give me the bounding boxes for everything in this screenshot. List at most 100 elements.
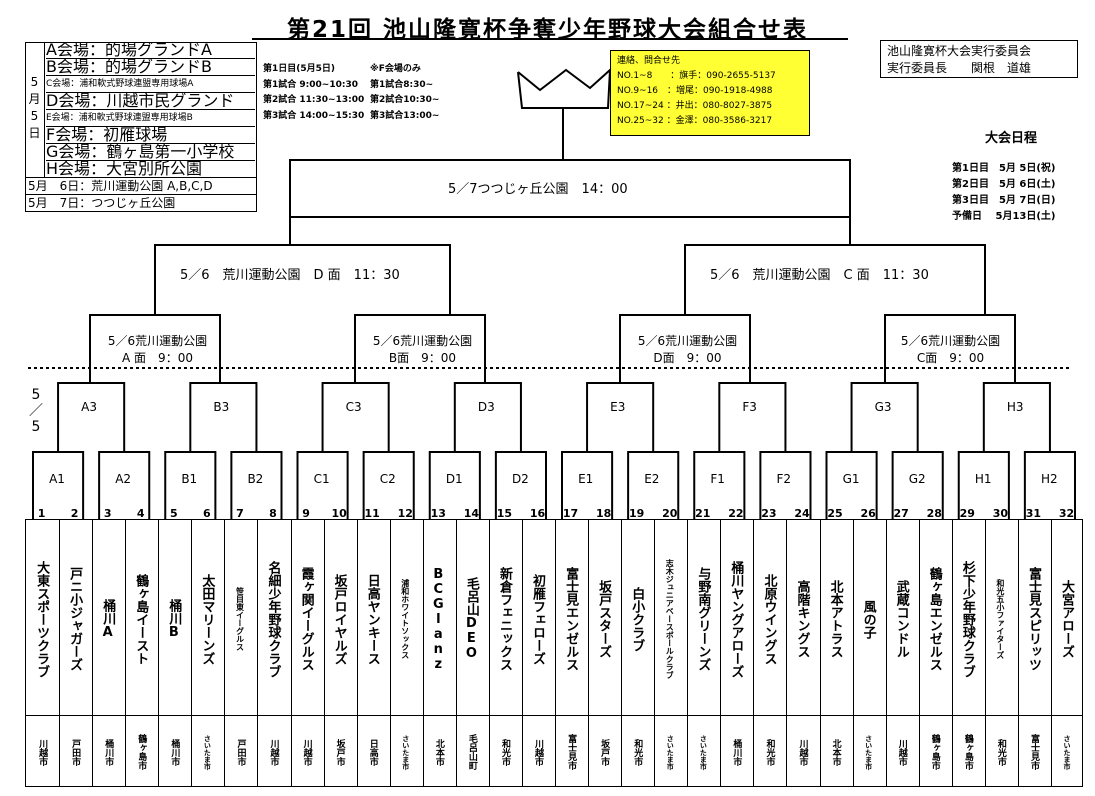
day-mark: 5／5 (28, 387, 44, 435)
grid-divider (1050, 520, 1052, 786)
team-number: 24 (794, 507, 810, 520)
team-name: 新倉フェニックス (496, 567, 512, 671)
team-city: 桶川市 (169, 738, 180, 766)
grid-divider (290, 520, 292, 786)
schedule-line: 第1日目(5月5日) (263, 64, 336, 74)
team-name: 戸ニ小ジャガーズ (67, 567, 83, 671)
grid-divider (852, 520, 854, 786)
round1-bracket (494, 451, 547, 519)
team-name: 和光五小ファイターズ (995, 579, 1005, 659)
grid-divider (158, 520, 160, 786)
team-city: 川越市 (301, 738, 312, 766)
team-city: 桶川市 (731, 738, 742, 766)
team-number: 19 (629, 507, 645, 520)
team-city: 富士見市 (566, 734, 577, 770)
team-number: 17 (562, 507, 579, 520)
round1-label: D2 (511, 472, 529, 486)
team-name: 毛呂山DEO (463, 577, 479, 661)
round1-bracket (825, 451, 878, 519)
grid-divider (488, 520, 490, 786)
grid-divider (1017, 520, 1019, 786)
round1-label: F2 (776, 472, 791, 486)
round3-label: C3 (345, 400, 362, 414)
venue-item: F会場：初雁球場 (46, 127, 255, 144)
round1-bracket (230, 451, 283, 519)
schedule-day: 第2日目 5月 6日(土) (952, 179, 1056, 190)
grid-divider (455, 520, 457, 786)
schedule-note: 第3試合13:00~ (370, 110, 440, 121)
quarter-time: B面 9：00 (388, 351, 457, 365)
team-name: 風の子 (860, 599, 876, 639)
team-name: BCGlanz (430, 566, 446, 672)
contact-row: NO.25~32 ：金澤：080-3586-3217 (617, 116, 773, 126)
round1-bracket (891, 451, 944, 519)
team-city: 桶川市 (103, 738, 114, 766)
team-city: 坂戸市 (334, 738, 345, 766)
team-name: 日高ヤンキース (364, 573, 380, 665)
venue-day5-char: 月 (28, 92, 41, 106)
round1-bracket (362, 451, 415, 519)
grid-divider (588, 520, 590, 786)
team-number: 8 (269, 507, 277, 520)
team-name: 北本アトラス (827, 580, 843, 658)
team-number: 14 (463, 507, 479, 520)
team-number: 31 (1025, 507, 1042, 520)
team-number: 21 (695, 507, 711, 520)
team-number: 22 (728, 507, 744, 520)
round3-label: B3 (213, 400, 230, 414)
quarter-venue: 5／6荒川運動公園 (107, 334, 208, 348)
team-number: 11 (364, 507, 380, 520)
contact-title: 連絡、問合せ先 (617, 56, 681, 66)
venue-item: E会場：浦和軟式野球連盟専用球場B (46, 110, 255, 127)
team-city: 和光市 (995, 738, 1006, 766)
quarter-time: A 面 9：00 (122, 351, 193, 365)
round1-bracket (98, 451, 151, 519)
quarter-label: 5／6荒川運動公園 A 面 9：00 (100, 333, 215, 367)
round1-bracket (296, 451, 349, 519)
round1-label: E2 (644, 472, 660, 486)
team-name: 桶川B (166, 598, 182, 640)
team-number: 28 (926, 507, 942, 520)
team-city: 川越市 (896, 738, 907, 766)
round1-bracket (428, 451, 481, 519)
team-number: 18 (595, 507, 612, 520)
round3-bracket (57, 382, 126, 452)
schedule-col2: ※F会場のみ第1試合8:30~第2試合10:30~第3試合13:00~ (370, 62, 470, 124)
team-number: 16 (529, 507, 546, 520)
venue-item: G会場：鶴ヶ島第一小学校 (46, 144, 255, 161)
venue-item: B会場：的場グランドB (46, 59, 255, 76)
schedule-line: 第3試合 14:00~15:30 (263, 110, 365, 121)
grid-divider (356, 520, 358, 786)
round3-label: D3 (477, 400, 495, 414)
schedule-note: 第1試合8:30~ (370, 79, 434, 90)
team-city: さいたま市 (203, 734, 212, 770)
schedule-day: 予備日 5月13日(土) (952, 211, 1056, 222)
round3-bracket (718, 382, 787, 452)
team-number: 2 (70, 507, 79, 520)
venue-item: D会場：川越市民グランド (46, 93, 255, 110)
round1-label: A2 (115, 472, 132, 486)
contact-row: NO.1~8 ：旗手：090-2655-5137 (617, 71, 776, 81)
committee-name: 池山隆寛杯大会実行委員会 (887, 44, 1032, 58)
round1-label: B2 (247, 472, 264, 486)
team-number: 23 (761, 507, 777, 520)
grid-divider (951, 520, 953, 786)
team-city: 富士見市 (1028, 734, 1039, 770)
team-number: 10 (331, 507, 347, 520)
round3-label: A3 (81, 400, 97, 414)
grid-city-divider (26, 715, 1082, 716)
round1-label: G2 (908, 472, 926, 486)
team-name: 高階キングス (794, 580, 810, 658)
quarter-time: C面 9：00 (916, 351, 985, 365)
team-name: 坂戸ロイヤルズ (331, 573, 347, 665)
schedule-note: ※F会場のみ (370, 64, 421, 74)
team-city: 鶴ヶ島市 (136, 734, 147, 770)
team-number: 3 (103, 507, 112, 520)
team-name: 名細少年野球クラブ (265, 560, 281, 678)
